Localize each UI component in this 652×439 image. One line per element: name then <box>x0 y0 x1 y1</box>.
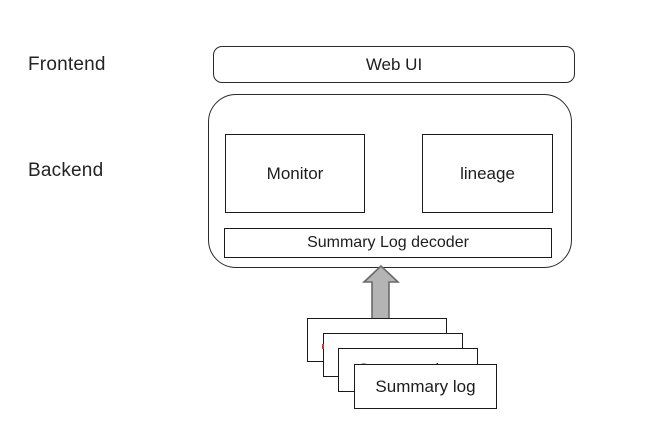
summary-log-decoder-node: Summary Log decoder <box>224 228 552 258</box>
backend-container <box>208 94 572 268</box>
frontend-tier-label: Frontend <box>28 54 106 75</box>
web-ui-label: Web UI <box>365 54 423 74</box>
summary-log-decoder-label: Summary Log decoder <box>307 234 469 251</box>
backend-tier-label: Backend <box>28 160 104 181</box>
summary-log-label: Summary log <box>375 376 476 396</box>
lineage-label: lineage <box>460 163 515 183</box>
up-arrow-icon <box>361 265 401 321</box>
summary-log-file-4: Summary log <box>354 364 497 409</box>
up-arrow-shape <box>361 265 401 321</box>
monitor-node: Monitor <box>225 134 365 213</box>
monitor-label: Monitor <box>266 163 324 183</box>
red-artifact-mark <box>322 344 324 349</box>
web-ui-node: Web UI <box>213 46 575 83</box>
lineage-node: lineage <box>422 134 553 213</box>
